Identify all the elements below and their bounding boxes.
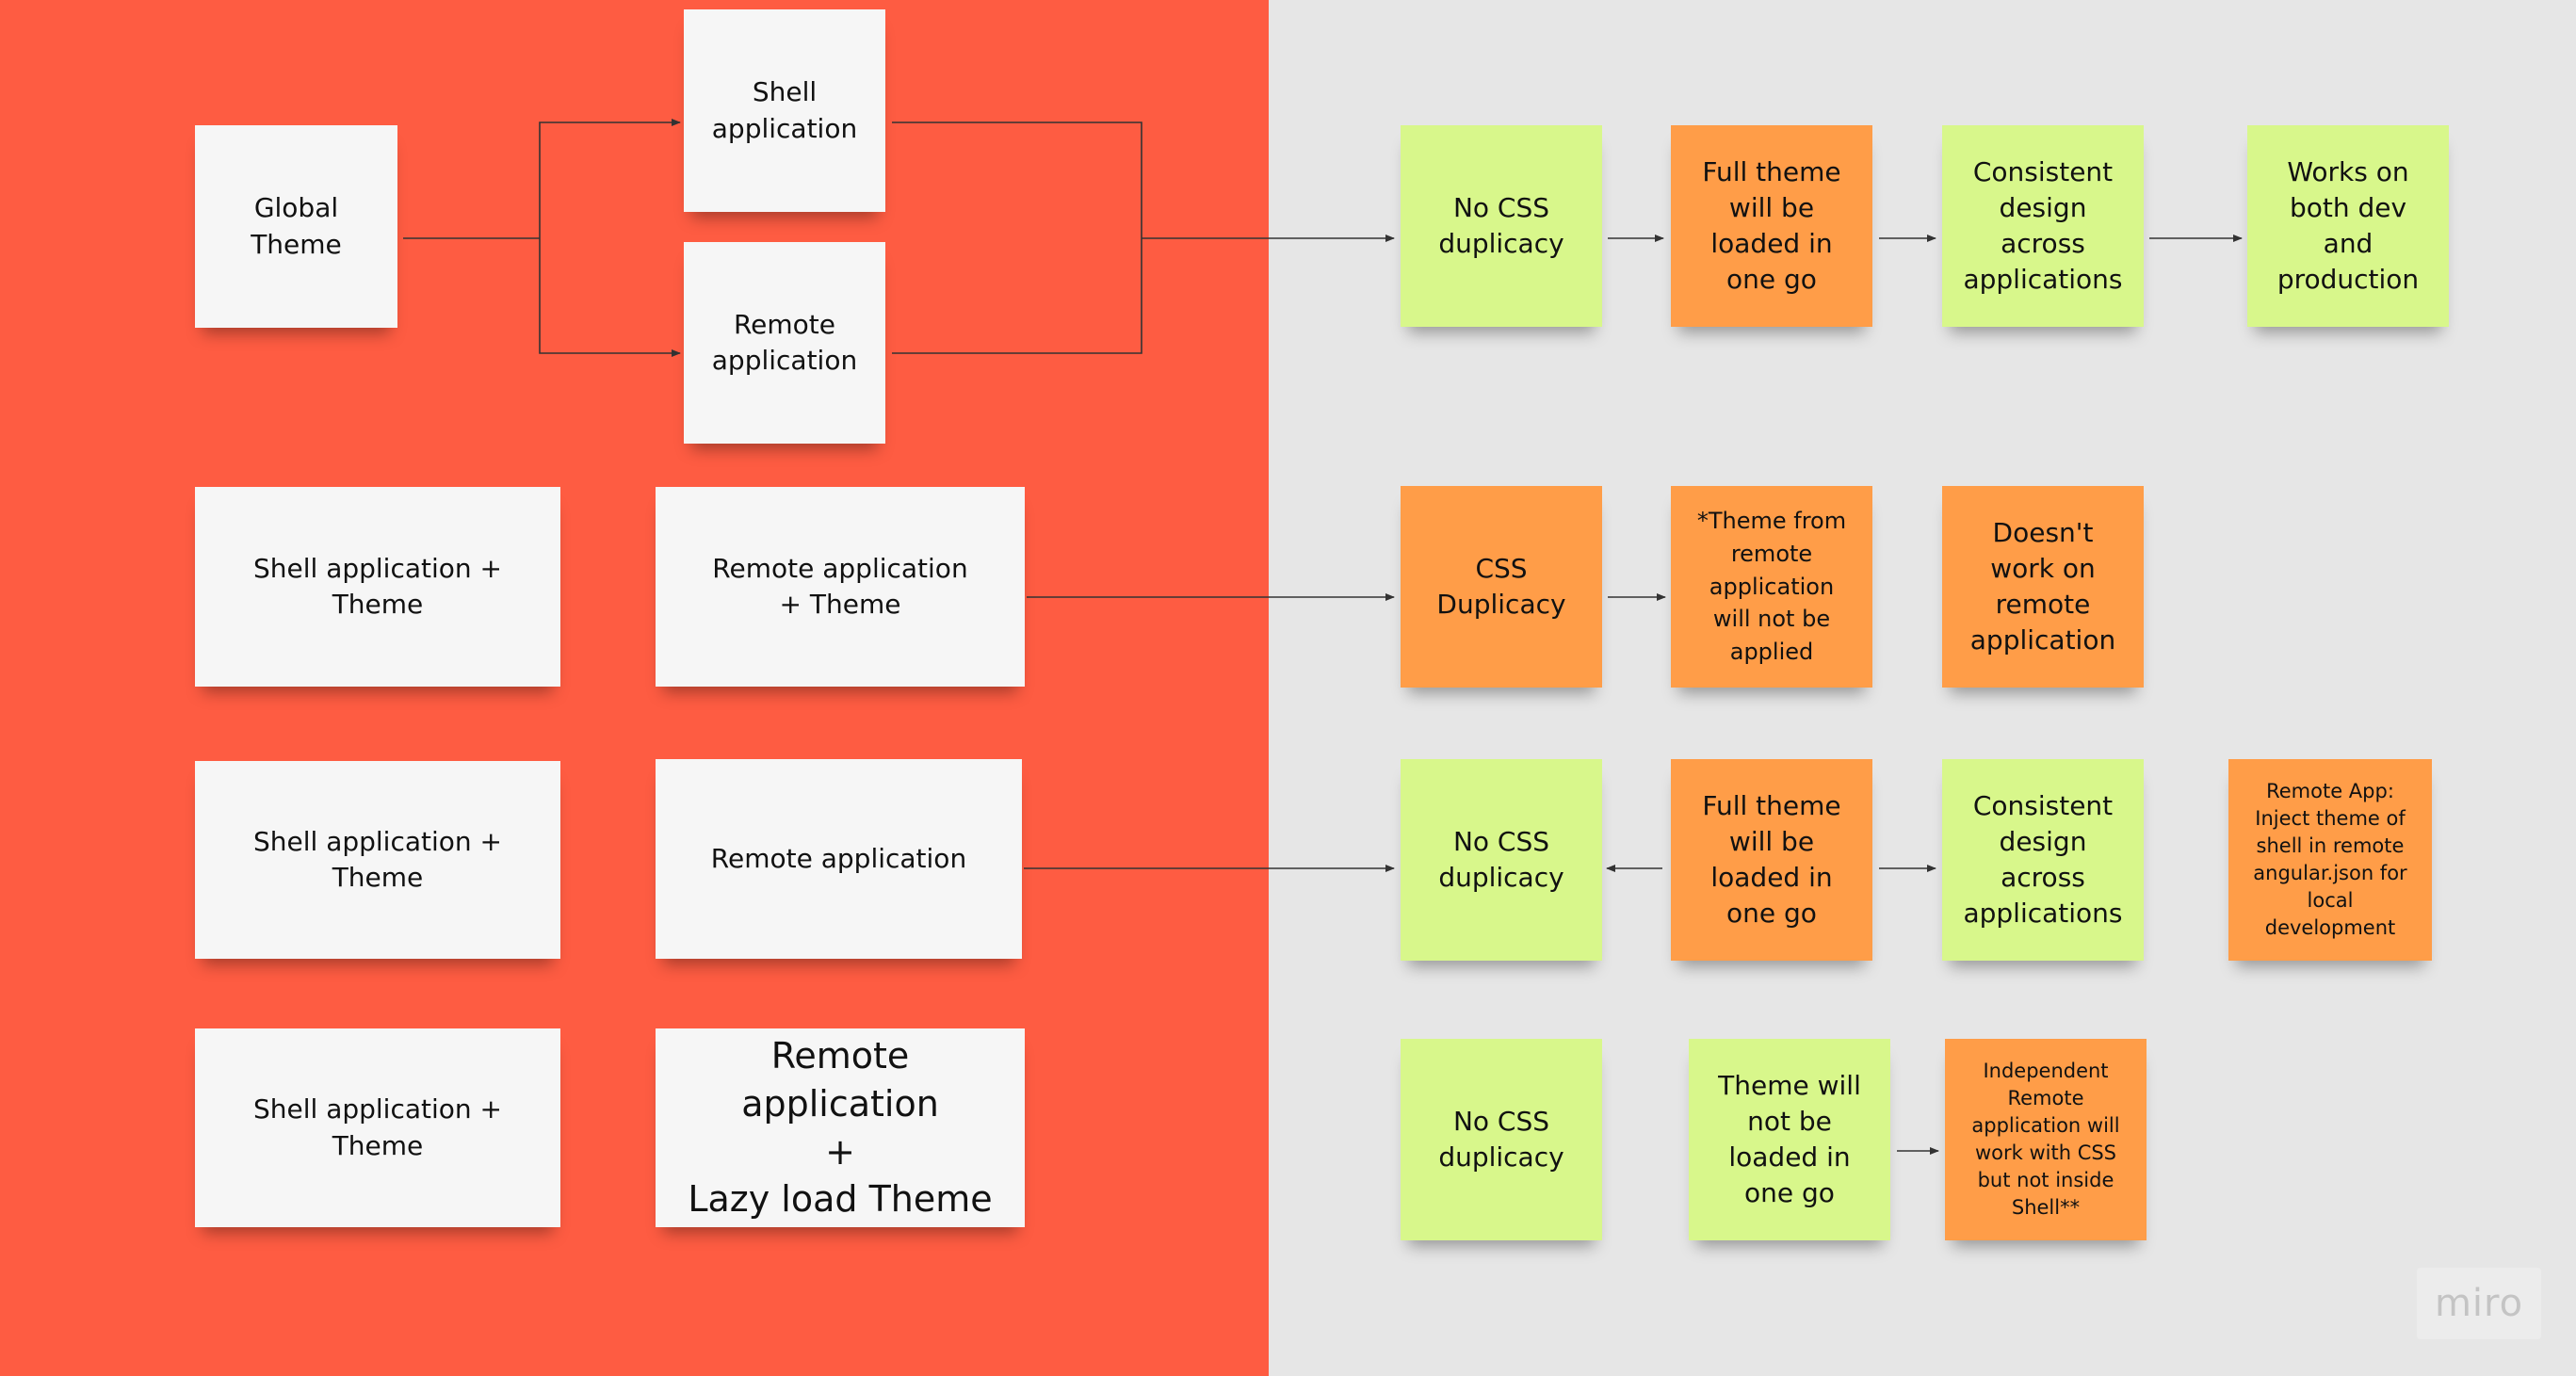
note-shell-theme-row2[interactable]: Shell application + Theme	[195, 487, 560, 687]
note-css-duplicacy-text: CSS Duplicacy	[1436, 552, 1566, 620]
note-shell-theme-row3[interactable]: Shell application + Theme	[195, 761, 560, 959]
note-remote-app-inject[interactable]: Remote App: Inject theme of shell in rem…	[2228, 759, 2432, 961]
note-remote-application-row3-text: Remote application	[710, 842, 967, 874]
note-remote-theme-row2[interactable]: Remote application + Theme	[656, 487, 1025, 687]
note-remote-lazy-line3: Lazy load Theme	[688, 1178, 993, 1221]
note-no-css-duplicacy-row4-text: No CSS duplicacy	[1438, 1105, 1564, 1173]
left-panel-background	[0, 0, 1269, 1376]
note-shell-application-text: Shell application	[711, 76, 858, 144]
note-remote-application[interactable]: Remote application	[684, 242, 885, 444]
note-full-theme-row1-text: Full theme will be loaded in one go	[1702, 155, 1841, 296]
note-global-theme[interactable]: Global Theme	[195, 125, 397, 328]
note-full-theme-row1[interactable]: Full theme will be loaded in one go	[1671, 125, 1872, 327]
note-works-both-text: Works on both dev and production	[2276, 155, 2420, 296]
note-shell-application[interactable]: Shell application	[684, 9, 885, 212]
note-consistent-design-row3[interactable]: Consistent design across applications	[1942, 759, 2144, 961]
note-no-css-duplicacy-row4[interactable]: No CSS duplicacy	[1401, 1039, 1602, 1240]
note-theme-not-loaded-text: Theme will not be loaded in one go	[1718, 1069, 1861, 1209]
note-consistent-design-row1-text: Consistent design across applications	[1963, 155, 2123, 296]
note-theme-not-applied[interactable]: *Theme from remote application will not …	[1671, 486, 1872, 688]
note-css-duplicacy[interactable]: CSS Duplicacy	[1401, 486, 1602, 688]
note-full-theme-row3[interactable]: Full theme will be loaded in one go	[1671, 759, 1872, 961]
note-remote-theme-row2-text: Remote application + Theme	[712, 552, 968, 620]
note-theme-not-applied-text: *Theme from remote application will not …	[1696, 508, 1847, 666]
note-remote-lazy-line1: Remote application	[741, 1035, 939, 1125]
note-works-both[interactable]: Works on both dev and production	[2247, 125, 2449, 327]
note-shell-theme-row4-text: Shell application + Theme	[252, 1093, 503, 1161]
note-remote-application-text: Remote application	[711, 308, 858, 376]
note-full-theme-row3-text: Full theme will be loaded in one go	[1702, 789, 1841, 930]
miro-logo-text: miro	[2434, 1282, 2524, 1325]
note-no-css-duplicacy-row1[interactable]: No CSS duplicacy	[1401, 125, 1602, 327]
note-no-css-duplicacy-row3[interactable]: No CSS duplicacy	[1401, 759, 1602, 961]
note-remote-lazy-theme[interactable]: Remote application + Lazy load Theme	[656, 1028, 1025, 1227]
note-shell-theme-row4[interactable]: Shell application + Theme	[195, 1028, 560, 1227]
note-no-css-duplicacy-row1-text: No CSS duplicacy	[1438, 191, 1564, 259]
note-remote-application-row3[interactable]: Remote application	[656, 759, 1022, 959]
miro-logo: miro	[2417, 1268, 2541, 1339]
note-shell-theme-row2-text: Shell application + Theme	[252, 552, 503, 620]
note-global-theme-text: Global Theme	[251, 192, 342, 260]
note-doesnt-work[interactable]: Doesn't work on remote application	[1942, 486, 2144, 688]
note-remote-app-inject-text: Remote App: Inject theme of shell in rem…	[2253, 780, 2407, 939]
note-independent-remote-text: Independent Remote application will work…	[1971, 1060, 2120, 1219]
note-theme-not-loaded[interactable]: Theme will not be loaded in one go	[1689, 1039, 1890, 1240]
note-no-css-duplicacy-row3-text: No CSS duplicacy	[1438, 825, 1564, 893]
note-independent-remote[interactable]: Independent Remote application will work…	[1945, 1039, 2147, 1240]
note-consistent-design-row3-text: Consistent design across applications	[1963, 789, 2123, 930]
note-doesnt-work-text: Doesn't work on remote application	[1969, 516, 2116, 656]
note-consistent-design-row1[interactable]: Consistent design across applications	[1942, 125, 2144, 327]
note-remote-lazy-line2: +	[825, 1130, 855, 1173]
note-shell-theme-row3-text: Shell application + Theme	[252, 825, 503, 893]
